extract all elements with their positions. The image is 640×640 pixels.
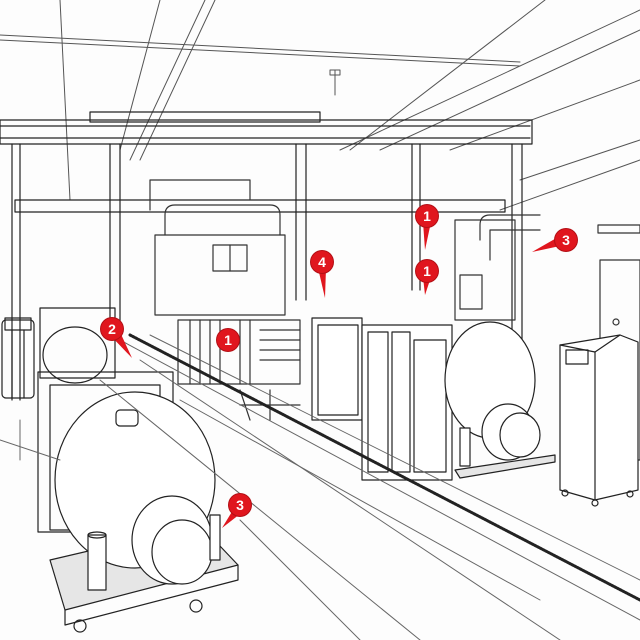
callout-pointer-1 xyxy=(423,222,431,250)
callout-number: 2 xyxy=(101,318,123,340)
callout-number: 1 xyxy=(416,205,438,227)
callout-pointer-4 xyxy=(318,268,326,298)
callout-number: 3 xyxy=(555,229,577,251)
callout-pointer-3 xyxy=(532,236,560,252)
callout-number: 4 xyxy=(311,251,333,273)
left-horizontal-tank xyxy=(39,307,116,384)
left-cylinder-tank xyxy=(1,317,35,399)
callout-number: 3 xyxy=(229,494,251,516)
ceiling-structure xyxy=(0,0,640,211)
sliding-guard-panels xyxy=(311,317,453,481)
electrical-cabinet xyxy=(559,334,639,507)
callout-number: 1 xyxy=(217,329,239,351)
callout-number: 1 xyxy=(416,260,438,282)
floor xyxy=(0,333,640,640)
right-pump-tank xyxy=(444,321,556,479)
foreground-cylindrical-tank xyxy=(37,371,239,633)
central-machine xyxy=(149,179,301,421)
